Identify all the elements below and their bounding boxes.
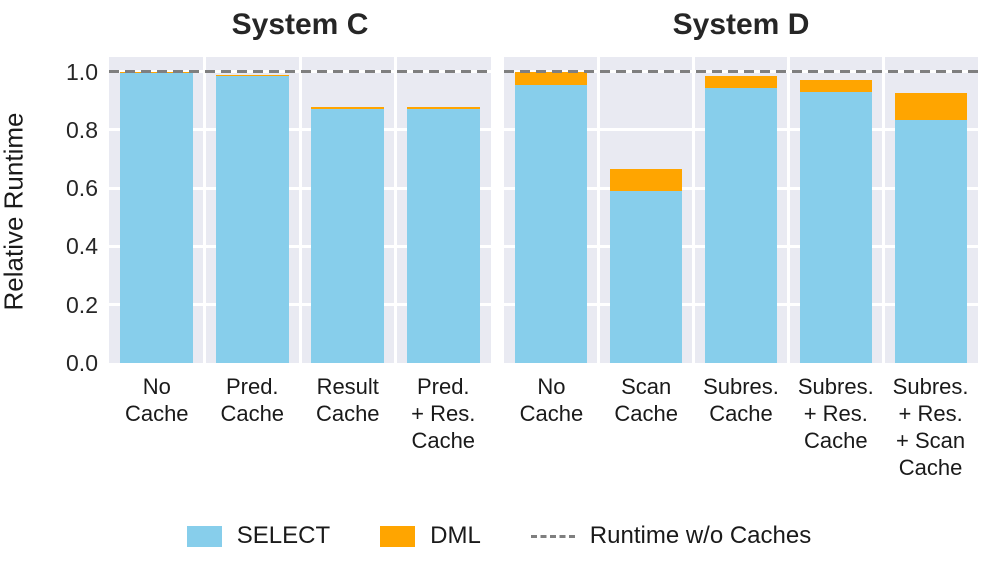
bar-segment-dml bbox=[515, 71, 588, 85]
gridline-vertical bbox=[298, 57, 302, 363]
bar-segment-select bbox=[406, 109, 480, 363]
bar-segment-select bbox=[120, 73, 194, 363]
bar-segment-select bbox=[704, 87, 778, 363]
legend-item: DML bbox=[380, 522, 481, 550]
y-axis-label: Relative Runtime bbox=[0, 112, 29, 311]
x-tick-label: No Cache bbox=[519, 374, 584, 426]
legend-label: DML bbox=[430, 522, 481, 549]
gridline-vertical bbox=[692, 57, 696, 363]
gridline-vertical bbox=[394, 57, 397, 363]
reference-line-runtime-wo-caches bbox=[109, 70, 491, 74]
x-tick-label: Subres. + Res. + Scan Cache bbox=[892, 374, 969, 480]
panel-title-system-c: System C bbox=[231, 8, 369, 41]
y-tick-label: 0.2 bbox=[66, 291, 98, 318]
bar-segment-select bbox=[311, 109, 385, 363]
bar-segment-dml bbox=[704, 75, 778, 88]
bar-segment-select bbox=[215, 75, 289, 363]
plot-area-system-c bbox=[109, 57, 491, 363]
y-tick-label: 0.4 bbox=[66, 233, 98, 260]
legend-item: Runtime w/o Caches bbox=[530, 522, 812, 550]
bar-segment-dml bbox=[610, 169, 683, 192]
gridline-vertical bbox=[597, 57, 601, 363]
x-tick-label: Result Cache bbox=[315, 374, 380, 426]
reference-line-runtime-wo-caches bbox=[504, 70, 978, 74]
legend-item: SELECT bbox=[186, 522, 331, 550]
plot-area-system-d bbox=[504, 57, 978, 363]
bar-segment-select bbox=[894, 119, 967, 363]
dashed-line-legend-swatch bbox=[530, 534, 575, 538]
x-tick-label: Pred. Cache bbox=[220, 374, 285, 426]
x-tick-label: No Cache bbox=[124, 374, 189, 426]
x-tick-label: Pred. + Res. Cache bbox=[411, 374, 476, 453]
x-tick-label: Subres. + Res. Cache bbox=[797, 374, 874, 453]
y-tick-label: 0.8 bbox=[66, 116, 98, 143]
select-legend-swatch bbox=[186, 525, 222, 547]
y-tick-label: 0.6 bbox=[66, 175, 98, 202]
bar-segment-dml bbox=[799, 80, 872, 92]
gridline-vertical bbox=[881, 57, 885, 363]
legend-label: SELECT bbox=[236, 522, 331, 549]
y-tick-label: 0.0 bbox=[66, 350, 98, 376]
gridline-vertical bbox=[203, 57, 206, 363]
legend: SELECT DML Runtime w/o Caches bbox=[0, 522, 998, 550]
bar-segment-dml bbox=[894, 93, 967, 120]
bar-segment-select bbox=[515, 84, 588, 363]
bar-segment-dml bbox=[406, 107, 480, 110]
bar-segment-dml bbox=[215, 74, 289, 76]
x-tick-label: Subres. Cache bbox=[703, 374, 779, 426]
bar-segment-select bbox=[610, 191, 683, 363]
x-tick-label: Scan Cache bbox=[614, 374, 678, 426]
y-tick-label: 1.0 bbox=[66, 58, 98, 85]
dml-legend-swatch bbox=[380, 525, 416, 547]
gridline-vertical bbox=[786, 57, 790, 363]
bar-segment-select bbox=[799, 91, 872, 363]
legend-label: Runtime w/o Caches bbox=[589, 522, 812, 549]
bar-segment-dml bbox=[311, 107, 385, 110]
panel-title-system-d: System D bbox=[672, 8, 810, 41]
